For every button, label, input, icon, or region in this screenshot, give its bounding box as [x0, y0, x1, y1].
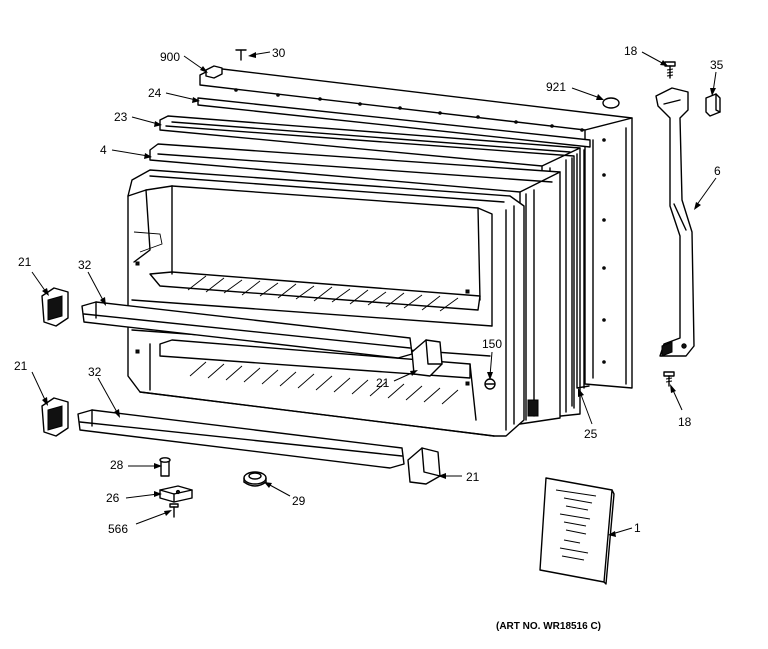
- plug-150: [484, 378, 496, 390]
- leader-lines: [31, 51, 717, 537]
- handle-cap-35: [705, 93, 721, 117]
- inner-door-liner: [127, 169, 525, 437]
- callout-32-lower: 32: [88, 365, 102, 379]
- callout-18-top: 18: [624, 44, 638, 58]
- screw-18-bottom: [663, 371, 675, 387]
- callout-23: 23: [114, 110, 128, 124]
- part-900: [205, 65, 223, 79]
- instruction-booklet-1: [539, 477, 615, 585]
- shelf-end-cap-21-lower-right: [407, 447, 441, 485]
- trim-strip-24: [197, 97, 591, 148]
- callout-566: 566: [108, 522, 128, 536]
- callout-29: 29: [292, 494, 306, 508]
- callout-26: 26: [106, 491, 120, 505]
- callout-21-lower-left: 21: [14, 359, 28, 373]
- callout-21-upper-right: 21: [376, 376, 390, 390]
- shelf-rail-32-lower: [77, 409, 405, 469]
- callout-150: 150: [482, 337, 502, 351]
- callout-labels: 900 30 24 23 4 921 18 35 6 21 32 21 32 2…: [14, 44, 724, 632]
- callout-21-lower-right: 21: [466, 470, 480, 484]
- outer-door-panel: [199, 67, 633, 389]
- callout-30: 30: [272, 46, 286, 60]
- art-number: (ART NO. WR18516 C): [496, 621, 601, 632]
- callout-25: 25: [584, 427, 598, 441]
- shelf-end-cap-21-upper-left: [41, 287, 69, 327]
- callout-24: 24: [148, 86, 162, 100]
- callout-18-bottom: 18: [678, 415, 692, 429]
- callout-900: 900: [160, 50, 180, 64]
- door-handle-6: [655, 87, 695, 357]
- screw-566: [169, 503, 179, 518]
- callout-6: 6: [714, 164, 721, 178]
- stud-28: [159, 457, 171, 477]
- door-edge-25: [565, 149, 590, 413]
- bracket-26: [159, 485, 193, 503]
- callout-35: 35: [710, 58, 724, 72]
- grommet-29: [243, 471, 267, 487]
- callout-921: 921: [546, 80, 566, 94]
- inner-liner-frame-4: [149, 143, 561, 425]
- callout-1: 1: [634, 521, 641, 535]
- callout-4: 4: [100, 143, 107, 157]
- callout-28: 28: [110, 458, 124, 472]
- callout-32-upper: 32: [78, 258, 92, 272]
- part-30: [235, 49, 247, 61]
- shelf-end-cap-21-lower-left: [41, 397, 69, 437]
- plug-921: [602, 97, 620, 109]
- callout-21-upper-left: 21: [18, 255, 32, 269]
